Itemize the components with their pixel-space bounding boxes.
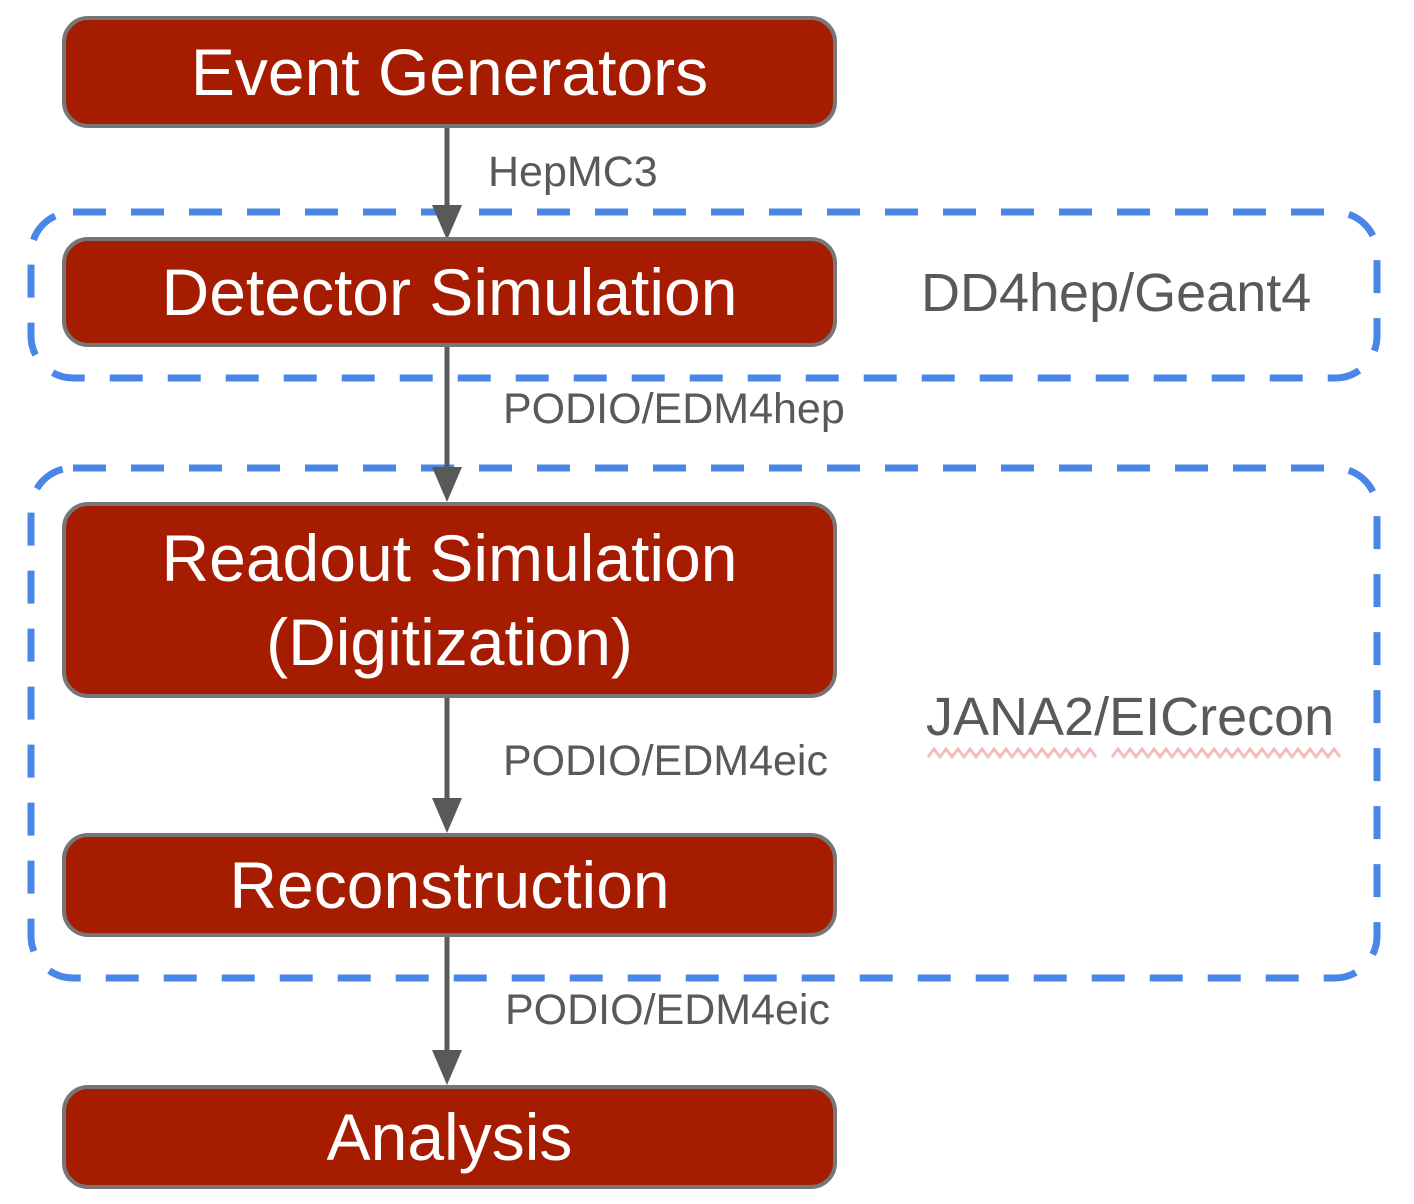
node-readout-simulation-label-line1: Readout Simulation <box>161 520 738 595</box>
group-label-jana2-eicrecon: JANA2/EICrecon <box>926 687 1335 747</box>
node-detector-simulation-label: Detector Simulation <box>161 254 738 329</box>
node-reconstruction-label: Reconstruction <box>229 847 670 922</box>
edge-label-podio-edm4eic-2: PODIO/EDM4eic <box>505 986 830 1034</box>
arrow-reconstruction-to-analysis <box>432 936 462 1085</box>
spellcheck-squiggle <box>1110 746 1342 760</box>
node-event-generators-label: Event Generators <box>190 34 709 109</box>
arrow-detector-to-readout <box>432 347 462 502</box>
edge-label-podio-edm4eic-1: PODIO/EDM4eic <box>503 737 828 785</box>
spellcheck-squiggle <box>926 746 1098 760</box>
node-analysis: Analysis <box>62 1085 837 1189</box>
node-event-generators: Event Generators <box>62 16 837 128</box>
arrow-readout-to-reconstruction <box>432 697 462 833</box>
detector-group-dashed-border <box>27 208 1381 382</box>
node-readout-simulation: Readout Simulation (Digitization) <box>62 502 837 698</box>
node-reconstruction: Reconstruction <box>62 833 837 937</box>
edge-label-hepmc3: HepMC3 <box>488 148 658 196</box>
reconstruction-group-dashed-border <box>27 464 1381 982</box>
edge-label-podio-edm4hep: PODIO/EDM4hep <box>503 385 845 433</box>
node-readout-simulation-label-line2: (Digitization) <box>266 605 633 679</box>
arrow-event-to-detector <box>432 127 462 240</box>
node-detector-simulation: Detector Simulation <box>62 237 837 347</box>
group-label-dd4hep-geant4: DD4hep/Geant4 <box>921 263 1312 323</box>
node-analysis-label: Analysis <box>326 1099 573 1174</box>
